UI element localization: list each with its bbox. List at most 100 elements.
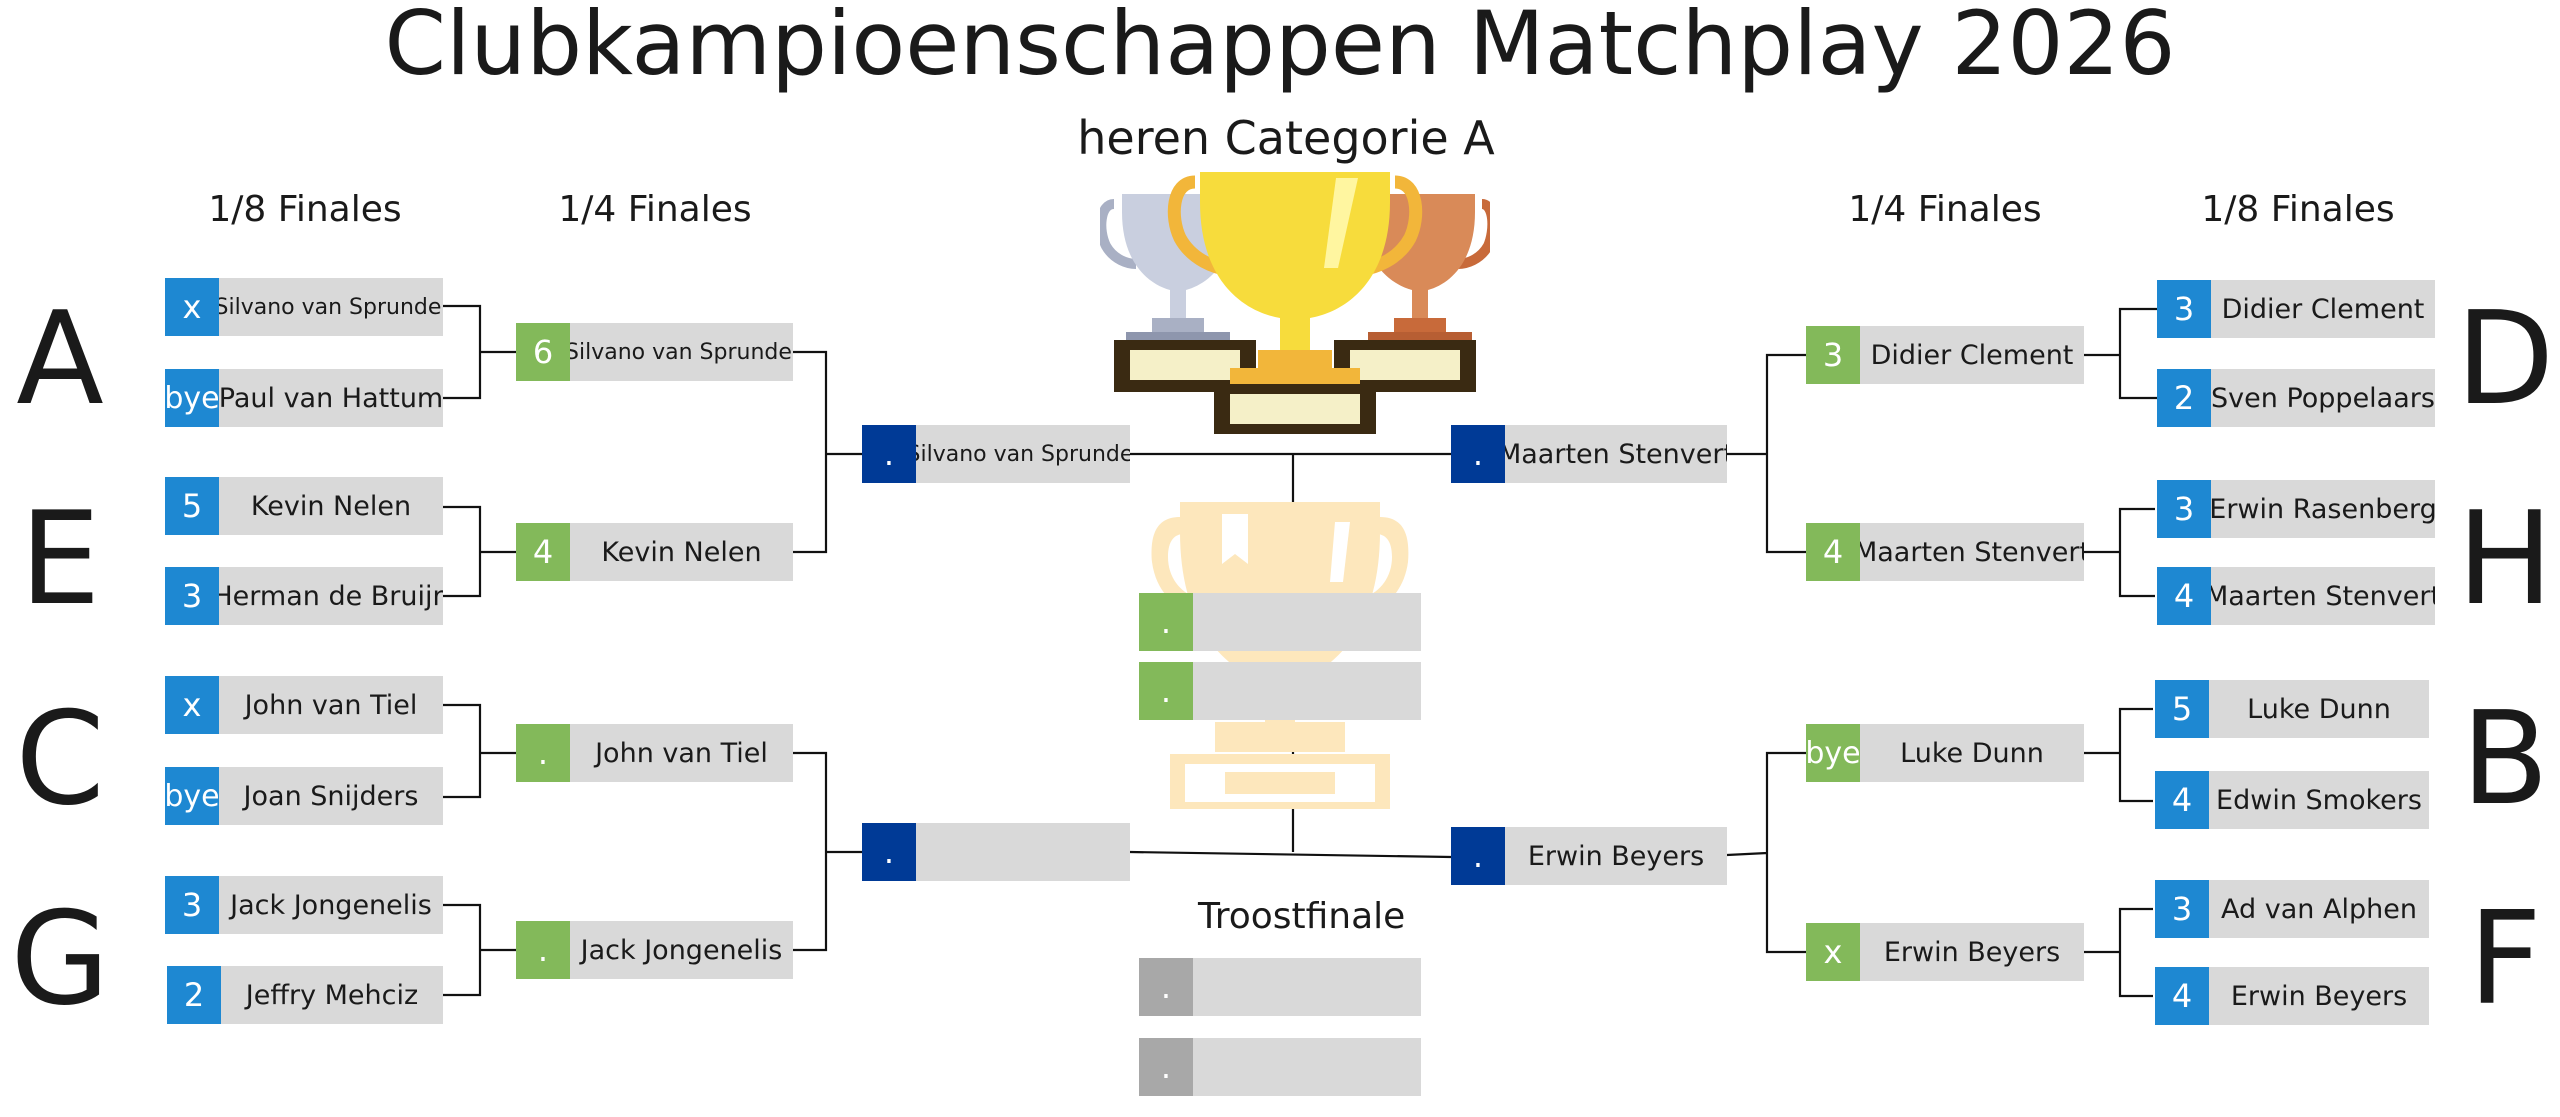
score-box: 4 xyxy=(1806,523,1860,581)
score-box: bye xyxy=(164,767,220,825)
player-name: Maarten Stenvert xyxy=(2211,567,2435,625)
score-box: 4 xyxy=(2155,771,2209,829)
score-box: 5 xyxy=(165,477,219,535)
score-box: 4 xyxy=(516,523,570,581)
troostfinale-slot: . xyxy=(1139,958,1421,1016)
score-box: . xyxy=(1139,593,1193,651)
player-name: Erwin Beyers xyxy=(1505,827,1727,885)
score-box: . xyxy=(1139,958,1193,1016)
group-letter-d: D xyxy=(2455,285,2555,434)
player-name: Herman de Bruijn xyxy=(219,567,443,625)
score-box: 6 xyxy=(516,323,570,381)
player-name: Didier Clement xyxy=(1860,326,2084,384)
group-letter-e: E xyxy=(19,485,101,634)
round-label-right-r16: 1/8 Finales xyxy=(2201,189,2395,230)
left-qf-slot: .Jack Jongenelis xyxy=(516,921,793,979)
player-name xyxy=(1193,593,1421,651)
player-name: Maarten Stenvert xyxy=(1860,523,2084,581)
trophies-icon xyxy=(1100,172,1490,434)
player-name: Jack Jongenelis xyxy=(570,921,793,979)
right-sf-slot: .Maarten Stenvert xyxy=(1451,425,1727,483)
player-name: Jack Jongenelis xyxy=(219,876,443,934)
score-box: bye xyxy=(164,369,220,427)
player-name xyxy=(916,823,1130,881)
category-title: heren Categorie A xyxy=(1077,111,1495,165)
group-letter-h: H xyxy=(2456,485,2554,634)
trophy-watermark-icon xyxy=(1151,502,1409,809)
score-box: . xyxy=(862,823,916,881)
group-letter-b: B xyxy=(2461,685,2549,834)
left-sf-slot: . xyxy=(862,823,1130,881)
score-box: bye xyxy=(1805,724,1861,782)
score-box: . xyxy=(1139,662,1193,720)
score-box: 3 xyxy=(2157,480,2211,538)
round-label-left-qf: 1/4 Finales xyxy=(558,189,752,230)
final-slot: . xyxy=(1139,662,1421,720)
troostfinale-title: Troostfinale xyxy=(1198,896,1406,937)
group-letter-g: G xyxy=(10,885,110,1034)
player-name: Joan Snijders xyxy=(219,767,443,825)
round-label-left-r16: 1/8 Finales xyxy=(208,189,402,230)
score-box: x xyxy=(1806,923,1860,981)
final-slot: . xyxy=(1139,593,1421,651)
score-box: 2 xyxy=(2157,369,2211,427)
score-box: 2 xyxy=(167,966,221,1024)
player-name: Silvano van Sprundel xyxy=(916,425,1130,483)
player-name: Edwin Smokers xyxy=(2209,771,2429,829)
player-name xyxy=(1193,958,1421,1016)
score-box: . xyxy=(1451,827,1505,885)
player-name xyxy=(1193,1038,1421,1096)
troostfinale-slot: . xyxy=(1139,1038,1421,1096)
player-name: Ad van Alphen xyxy=(2209,880,2429,938)
left-qf-slot: .John van Tiel xyxy=(516,724,793,782)
left-sf-slot: .Silvano van Sprundel xyxy=(862,425,1130,483)
player-name: Erwin Beyers xyxy=(2209,967,2429,1025)
score-box: 4 xyxy=(2155,967,2209,1025)
player-name: Kevin Nelen xyxy=(219,477,443,535)
player-name: Maarten Stenvert xyxy=(1505,425,1727,483)
player-name: Erwin Rasenberg xyxy=(2211,480,2435,538)
player-name xyxy=(1193,662,1421,720)
score-box: 3 xyxy=(2157,280,2211,338)
score-box: . xyxy=(1139,1038,1193,1096)
score-box: 5 xyxy=(2155,680,2209,738)
score-box: 3 xyxy=(1806,326,1860,384)
player-name: John van Tiel xyxy=(570,724,793,782)
score-box: . xyxy=(516,921,570,979)
player-name: Sven Poppelaars xyxy=(2211,369,2435,427)
right-sf-slot: .Erwin Beyers xyxy=(1451,827,1727,885)
player-name: Luke Dunn xyxy=(1860,724,2084,782)
player-name: Silvano van Sprundel xyxy=(219,278,443,336)
round-label-right-qf: 1/4 Finales xyxy=(1848,189,2042,230)
player-name: Luke Dunn xyxy=(2209,680,2429,738)
player-name: Jeffry Mehciz xyxy=(221,966,443,1024)
group-letter-f: F xyxy=(2468,885,2542,1034)
score-box: x xyxy=(165,278,219,336)
score-box: . xyxy=(1451,425,1505,483)
group-letter-c: C xyxy=(15,685,105,834)
score-box: 3 xyxy=(165,876,219,934)
player-name: Erwin Beyers xyxy=(1860,923,2084,981)
player-name: Paul van Hattum xyxy=(219,369,443,427)
group-letter-a: A xyxy=(16,285,104,434)
score-box: 3 xyxy=(2155,880,2209,938)
